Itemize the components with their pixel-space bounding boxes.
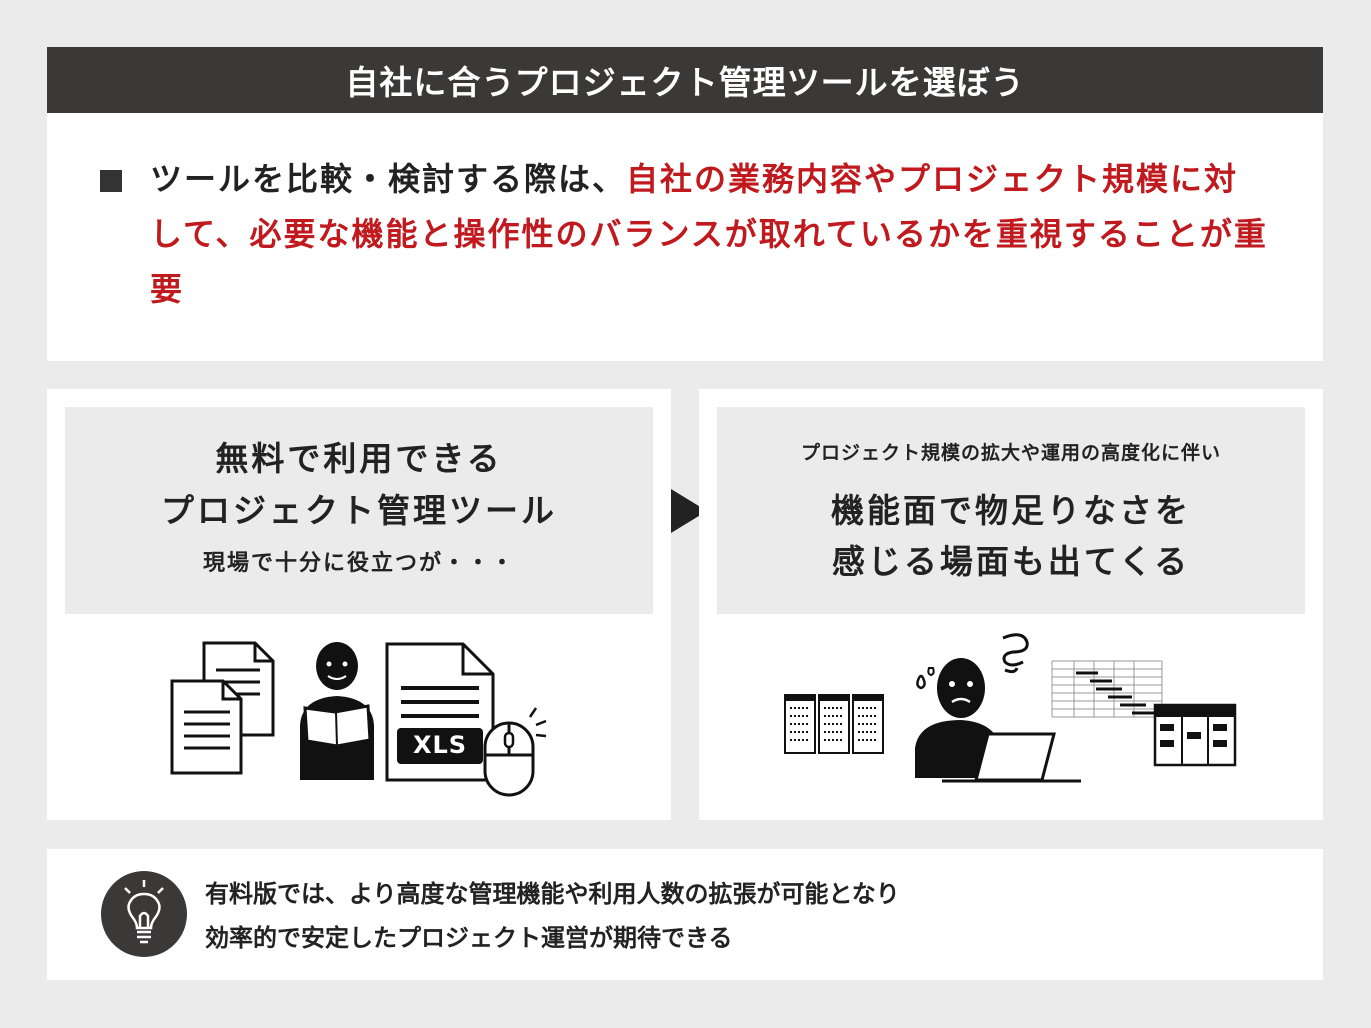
left-subtext: 現場で十分に役立つが・・・ [202, 551, 515, 576]
laptop-icon [942, 732, 1081, 783]
bottom-text: 有料版では、より高度な管理機能や利用人数の拡張が可能となり 効率的で安定したプロ… [205, 872, 900, 960]
right-caption-box [717, 407, 1305, 614]
summary-panel [47, 113, 1323, 361]
lightbulb-icon [124, 880, 164, 944]
right-subtext: プロジェクト規模の拡大や運用の高度化に伴い [800, 442, 1221, 464]
gantt-chart-icon [1051, 660, 1163, 718]
document-icon [170, 641, 275, 775]
left-heading-line1: 無料で利用できる [215, 439, 503, 478]
right-heading-line1: 機能面で物足りなさを [831, 491, 1191, 530]
bottom-panel [47, 849, 1323, 980]
xls-file-icon [385, 642, 495, 782]
right-heading-line2: 感じる場面も出てくる [831, 542, 1191, 581]
summary-text-black: ツールを比較・検討する際は、 [150, 160, 627, 198]
board-icon [1153, 703, 1237, 767]
page-title: 自社に合うプロジェクト管理ツールを選ぼう [47, 47, 1323, 113]
xls-label: XLS [412, 731, 468, 759]
bottom-text-line1: 有料版では、より高度な管理機能や利用人数の拡張が可能となり [205, 880, 900, 908]
left-heading-line2: プロジェクト管理ツール [161, 491, 557, 530]
bottom-text-line2: 効率的で安定したプロジェクト運営が期待できる [205, 924, 733, 952]
server-rack-icon [784, 694, 884, 754]
person-reading-icon [300, 642, 374, 780]
summary-text: ツールを比較・検討する際は、自社の業務内容やプロジェクト規模に対して、必要な機能… [150, 152, 1270, 317]
summary-text-red: 自社の業務内容やプロジェクト規模に対して、必要な機能と操作性のバランスが取れてい… [150, 160, 1268, 308]
mouse-icon [483, 707, 547, 797]
left-caption-box [65, 407, 653, 614]
bullet-square [100, 170, 122, 192]
